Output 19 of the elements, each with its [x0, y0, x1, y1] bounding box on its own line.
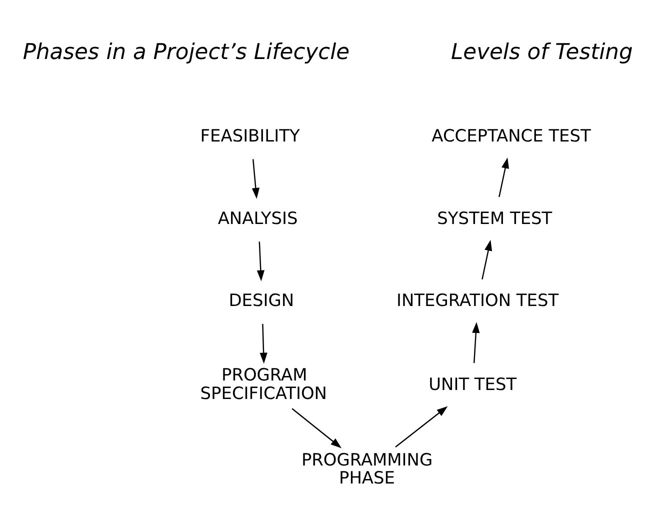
arrow — [472, 322, 480, 363]
arrow — [482, 239, 492, 280]
label: Levels of Testing — [451, 39, 633, 64]
arrow — [252, 158, 260, 198]
arrow — [292, 408, 342, 448]
arrow — [395, 406, 448, 447]
node-text: DESIGN — [228, 290, 294, 310]
node-text: SYSTEM TEST — [437, 207, 552, 228]
node-text: PROGRAM SPECIFICATION — [200, 364, 327, 402]
label: Phases in a Project’s Lifecycle — [22, 39, 350, 64]
node-text: UNIT TEST — [428, 373, 517, 394]
node-text: ACCEPTANCE TEST — [432, 125, 591, 146]
arrow — [256, 241, 265, 281]
node-text: FEASIBILITY — [200, 125, 300, 146]
node-text: INTEGRATION TEST — [396, 290, 559, 310]
arrow — [260, 323, 268, 364]
node-text: ANALYSIS — [218, 207, 298, 228]
node-text: PROGRAMMING PHASE — [301, 449, 433, 488]
arrow — [498, 156, 510, 197]
